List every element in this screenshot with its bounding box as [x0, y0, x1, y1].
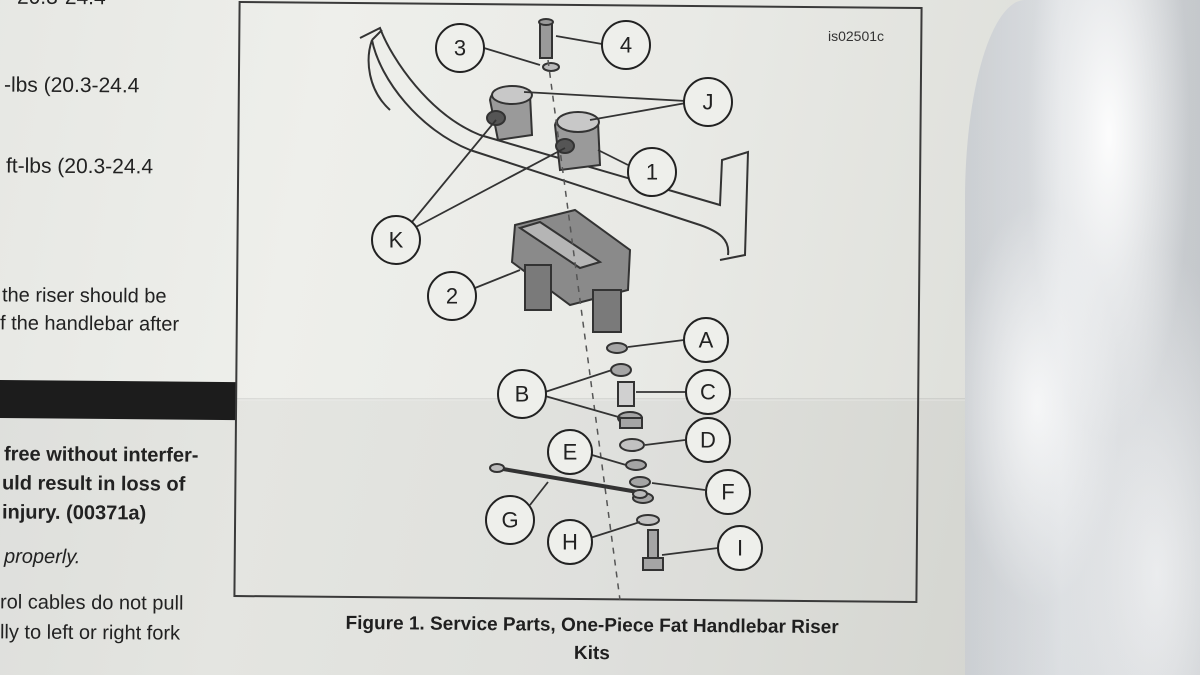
callout-label-e: E: [563, 440, 578, 465]
callout-i: [717, 525, 763, 571]
callout-label-h: H: [562, 530, 578, 555]
callout-labels: 3 4 J 1 K 2 A B C D E F G H I: [389, 33, 743, 561]
top-screw: [538, 18, 560, 72]
callout-label-4: 3: [454, 36, 466, 61]
callout-2: [427, 271, 477, 321]
lower-hardware-stack: [606, 342, 664, 571]
callout-4: [435, 23, 485, 73]
callout-h: [547, 519, 593, 565]
callout-label-1: 1: [646, 160, 658, 185]
link-rod: [489, 463, 648, 499]
handlebar-outline: [367, 39, 730, 256]
callout-d: [685, 417, 731, 463]
callout-g: [485, 495, 535, 545]
callout-label-f: F: [721, 480, 734, 505]
plastic-bag: [965, 0, 1200, 675]
riser-base: [510, 208, 632, 333]
callout-circles: [371, 20, 763, 571]
callout-j: [683, 77, 733, 127]
callout-label-b: B: [515, 382, 530, 407]
figure-caption: Figure 1. Service Parts, One-Piece Fat H…: [262, 609, 922, 671]
callout-c: [685, 369, 731, 415]
upper-clamp-caps: [486, 85, 602, 172]
callout-label-3: 4: [620, 33, 632, 58]
callout-f: [705, 469, 751, 515]
handlebar-right-grip: [359, 26, 750, 261]
callout-label-k: K: [389, 228, 404, 253]
callout-label-g: G: [501, 508, 518, 533]
caption-line-1: Figure 1. Service Parts, One-Piece Fat H…: [345, 612, 839, 639]
figure-id: is02501c: [828, 28, 885, 44]
caption-line-2: Kits: [573, 642, 610, 665]
callout-label-j: J: [703, 90, 714, 115]
leader-lines: [411, 35, 719, 556]
callout-label-2: 2: [446, 284, 458, 309]
callout-b: [497, 369, 547, 419]
callout-3: [601, 20, 651, 70]
callout-label-i: I: [737, 536, 743, 561]
callout-1: [627, 147, 677, 197]
callout-label-c: C: [700, 380, 716, 405]
callout-label-a: A: [699, 328, 714, 353]
callout-a: [683, 317, 729, 363]
callout-k: [371, 215, 421, 265]
callout-label-d: D: [700, 428, 716, 453]
callout-e: [547, 429, 593, 475]
